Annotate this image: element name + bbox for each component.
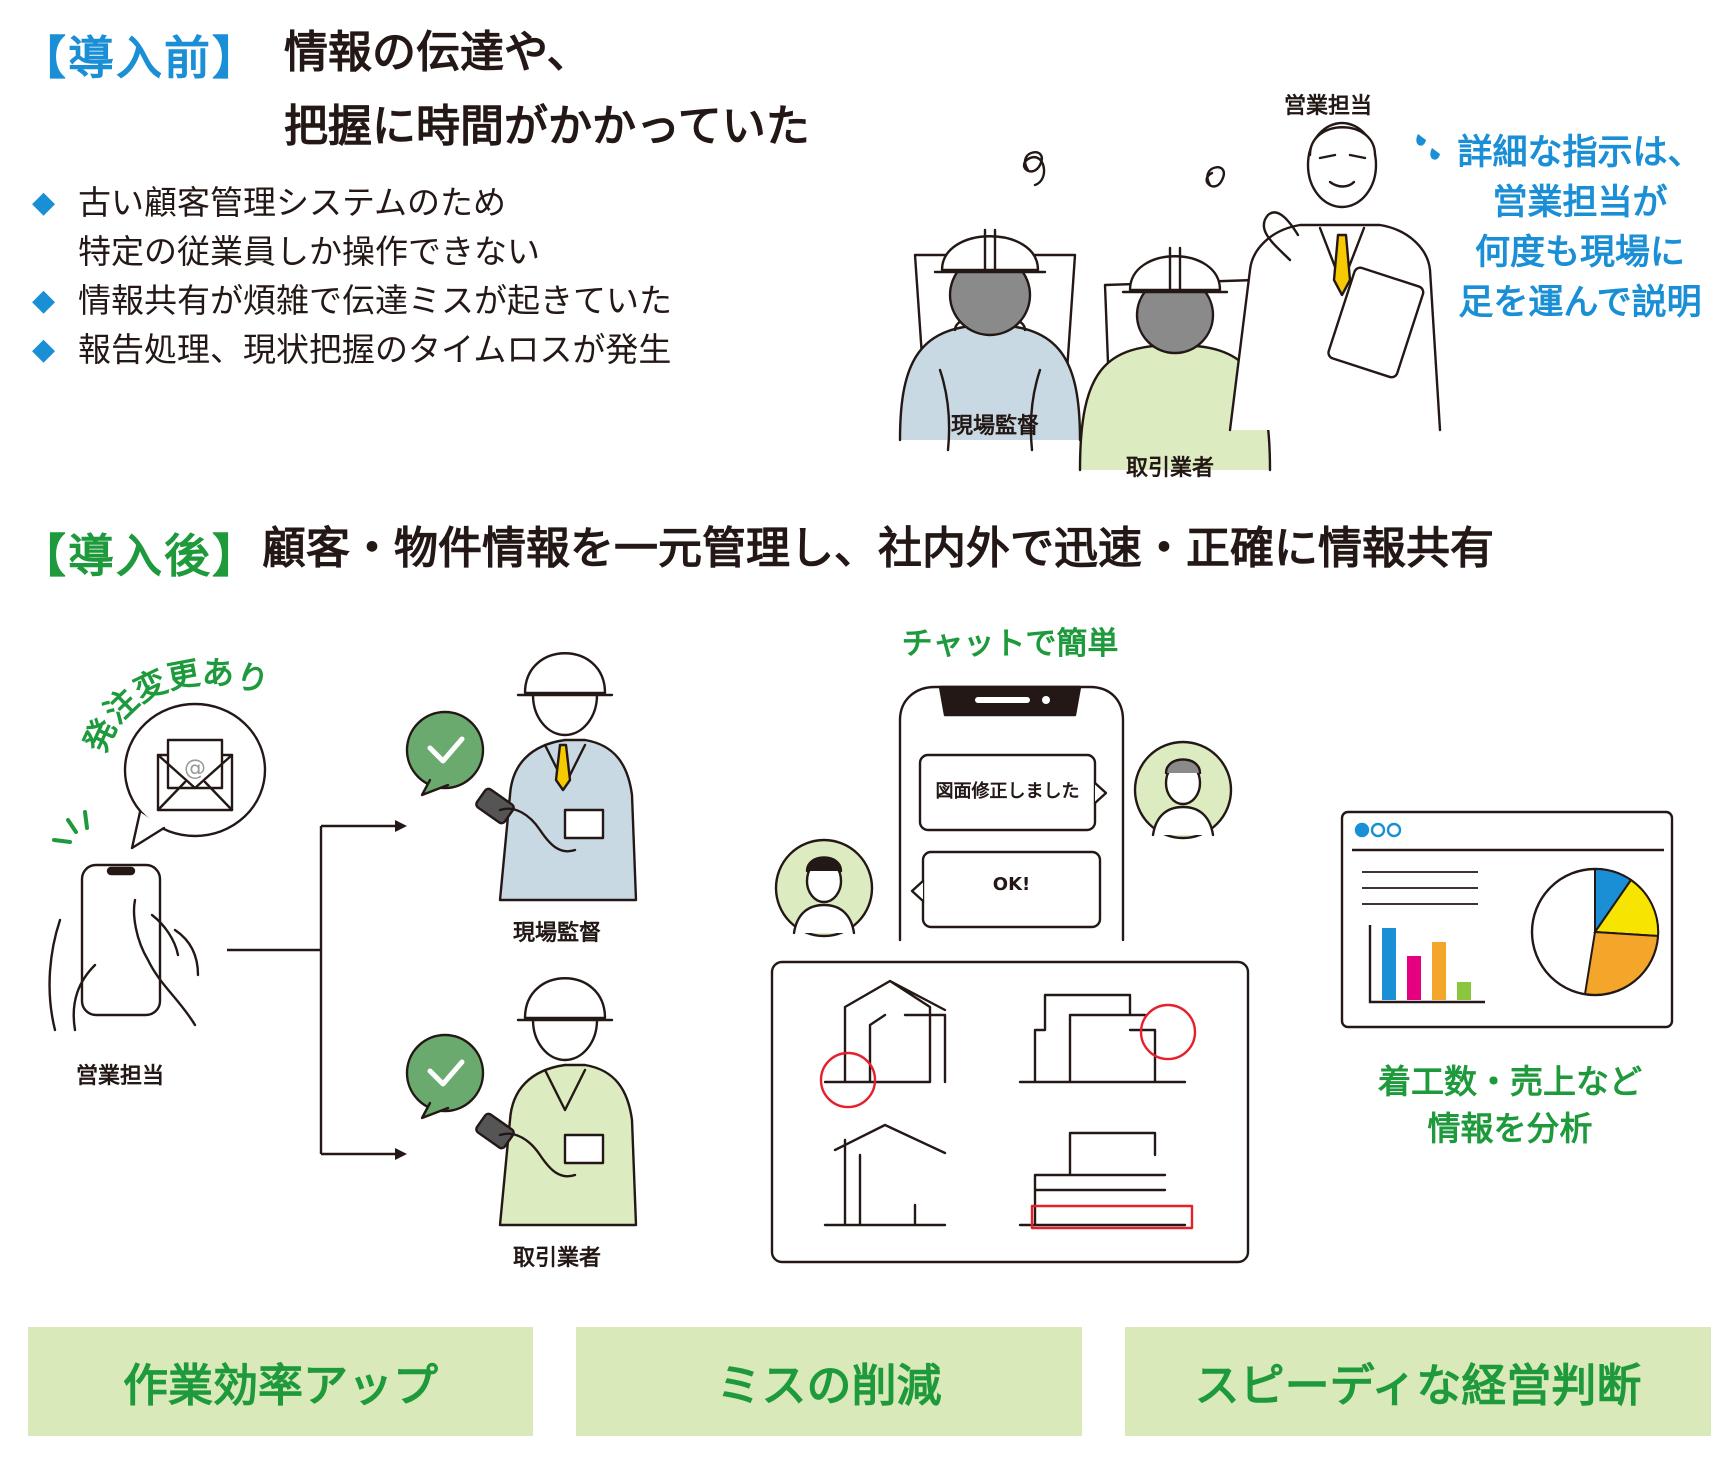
drawing-board bbox=[770, 960, 1250, 1264]
after-tag: 【導入後】 bbox=[20, 529, 260, 583]
note-line: 詳細な指示は、 bbox=[1457, 133, 1703, 173]
hand-left-icon bbox=[48, 918, 97, 1032]
window-dot-icon bbox=[1354, 822, 1370, 838]
bullet-item: ◆ 報告処理、現状把握のタイムロスが発生 bbox=[32, 325, 672, 374]
chat-message-1: 図面修正しました bbox=[935, 781, 1080, 802]
bar-chart-axes bbox=[1368, 925, 1485, 1004]
arrow-head-icon bbox=[395, 1148, 407, 1160]
svg-text:@: @ bbox=[184, 756, 206, 781]
sweat-icon bbox=[1416, 134, 1440, 160]
contractor-phone-illustration bbox=[405, 977, 638, 1227]
bullet-text: 特定の従業員しか操作できない bbox=[78, 232, 540, 271]
chat-message-2: OK! bbox=[992, 874, 1031, 895]
sales-phone-illustration: @ bbox=[48, 702, 267, 1032]
supervisor-figure-icon bbox=[898, 228, 1082, 452]
pie-chart-icon bbox=[1530, 867, 1660, 997]
supervisor-phone-illustration bbox=[405, 652, 638, 902]
note-line: 何度も現場に bbox=[1474, 233, 1685, 273]
check-bubble-icon bbox=[405, 710, 485, 790]
bar-icon bbox=[1457, 982, 1471, 1000]
chat-and-drawings-illustration bbox=[770, 685, 1250, 1264]
result-efficiency: 作業効率アップ bbox=[28, 1327, 533, 1436]
diamond-icon: ◆ bbox=[32, 332, 56, 367]
diamond-icon: ◆ bbox=[32, 283, 56, 318]
bullet-text: 報告処理、現状把握のタイムロスが発生 bbox=[78, 330, 672, 369]
bar-icon bbox=[1432, 942, 1446, 1000]
markup-circle-icon bbox=[819, 1051, 877, 1109]
distribution-arrows bbox=[227, 820, 407, 1160]
analysis-caption: 着工数・売上など 情報を分析 bbox=[1345, 1058, 1675, 1152]
before-label-supervisor: 現場監督 bbox=[950, 414, 1039, 439]
before-headline-line1: 情報の伝達や、 bbox=[284, 27, 591, 78]
bar-icon bbox=[1407, 956, 1421, 1000]
analysis-line: 情報を分析 bbox=[1427, 1109, 1593, 1148]
after-label-sales: 営業担当 bbox=[75, 1064, 164, 1089]
note-line: 営業担当が bbox=[1492, 183, 1668, 223]
phone-icon bbox=[475, 1112, 515, 1150]
before-label-contractor: 取引業者 bbox=[1125, 456, 1214, 481]
smartphone-icon bbox=[80, 863, 162, 1017]
email-envelope-icon: @ bbox=[156, 738, 234, 812]
result-quick-decision: スピーディな経営判断 bbox=[1125, 1327, 1711, 1436]
tablet-icon bbox=[1327, 266, 1425, 379]
result-error-reduction: ミスの削減 bbox=[576, 1327, 1082, 1436]
after-headline: 顧客・物件情報を一元管理し、社内外で迅速・正確に情報共有 bbox=[262, 523, 1494, 574]
window-dot-icon bbox=[1370, 822, 1386, 838]
pen-hand-icon bbox=[1262, 211, 1300, 262]
after-label-contractor: 取引業者 bbox=[512, 1246, 601, 1271]
markup-rect-icon bbox=[1030, 1204, 1194, 1230]
bullet-item: ◆ 情報共有が煩雑で伝達ミスが起きていた bbox=[32, 276, 672, 325]
before-headline-line2: 把握に時間がかかっていた bbox=[284, 101, 810, 152]
diamond-icon: ◆ bbox=[32, 185, 56, 220]
markup-circle-icon bbox=[1139, 1003, 1197, 1061]
analysis-line: 着工数・売上など bbox=[1378, 1062, 1642, 1101]
before-workers-illustration bbox=[898, 121, 1442, 472]
analytics-window bbox=[1340, 810, 1674, 1029]
note-line: 足を運んで説明 bbox=[1458, 283, 1702, 323]
avatar-contractor-icon bbox=[1133, 740, 1233, 840]
bullet-item: ◆ 古い顧客管理システムのため 特定の従業員しか操作できない bbox=[32, 178, 672, 276]
before-bullet-list: ◆ 古い顧客管理システムのため 特定の従業員しか操作できない ◆ 情報共有が煩雑… bbox=[32, 178, 672, 374]
phone-icon bbox=[475, 787, 515, 825]
bullet-text: 情報共有が煩雑で伝達ミスが起きていた bbox=[78, 281, 672, 320]
before-label-sales: 営業担当 bbox=[1283, 94, 1372, 119]
window-dot-icon bbox=[1386, 822, 1402, 838]
confusion-scribble-icon bbox=[1205, 166, 1226, 188]
check-bubble-icon bbox=[405, 1033, 485, 1113]
arrow-head-icon bbox=[395, 820, 407, 832]
confusion-scribble-icon bbox=[1022, 151, 1046, 187]
after-label-supervisor: 現場監督 bbox=[512, 921, 601, 946]
chat-title: チャットで簡単 bbox=[901, 626, 1119, 662]
contractor-figure-icon bbox=[1078, 166, 1272, 472]
avatar-supervisor-icon bbox=[774, 838, 874, 938]
before-note: 詳細な指示は、 営業担当が 何度も現場に 足を運んで説明 bbox=[1440, 128, 1720, 328]
sales-figure-icon bbox=[1228, 121, 1442, 432]
before-tag: 【導入前】 bbox=[20, 31, 260, 85]
alert-lines-icon bbox=[52, 810, 89, 844]
bar-icon bbox=[1382, 928, 1396, 1000]
bullet-text: 古い顧客管理システムのため bbox=[78, 183, 507, 222]
